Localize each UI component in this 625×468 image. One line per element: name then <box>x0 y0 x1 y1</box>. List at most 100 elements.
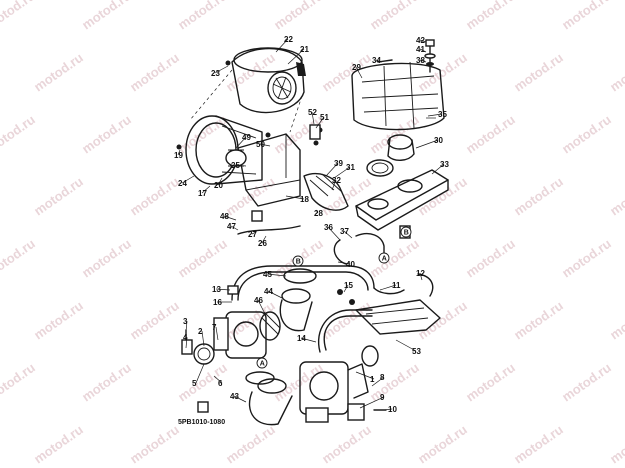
joint-boot-part <box>303 172 349 211</box>
callout-number: 48 <box>220 212 229 221</box>
watermark-text: motod.ru <box>319 50 374 95</box>
callout-number: 16 <box>213 298 222 307</box>
callout-leader <box>331 179 337 191</box>
housing-duct-body <box>387 137 415 161</box>
callout-leader <box>214 65 229 74</box>
fuel-hose-part <box>323 315 373 351</box>
vent-hose-part <box>231 265 375 301</box>
filter-element-part <box>267 71 297 105</box>
watermark-text: motod.ru <box>175 0 230 32</box>
watermark-text: motod.ru <box>463 360 518 405</box>
air-filter-case-assembly <box>176 47 349 235</box>
carb-plumbing-assembly <box>227 265 441 385</box>
callout-number: 9 <box>380 393 385 402</box>
callout-leader <box>233 395 247 403</box>
callout-number: 24 <box>178 179 187 188</box>
intake-joint-part <box>281 288 311 304</box>
callout-leader <box>333 166 351 179</box>
callout-number: 43 <box>230 392 239 401</box>
carburetor-assembly <box>181 288 387 426</box>
watermark-text: motod.ru <box>511 50 566 95</box>
watermark-text: motod.ru <box>0 112 38 157</box>
watermark-text: motod.ru <box>511 422 566 467</box>
callout-number: 8 <box>380 373 385 382</box>
callout-leader <box>223 215 237 221</box>
case-screw <box>225 60 231 66</box>
watermark-text: motod.ru <box>0 360 38 405</box>
carb-flange-part <box>347 363 369 399</box>
callout-number: 38 <box>416 56 425 65</box>
callout-leader <box>315 116 325 129</box>
callout-leader <box>285 195 305 200</box>
intake-joint-part <box>257 378 287 394</box>
watermark-text: motod.ru <box>463 236 518 281</box>
duct-joint-bands <box>228 149 244 167</box>
carb-bowl-part <box>305 407 329 423</box>
watermark-text: motod.ru <box>319 174 374 219</box>
carb-flange-part <box>193 343 215 365</box>
housing-base-side <box>355 179 449 231</box>
cover-plate-part <box>347 403 365 421</box>
callout-number: 3 <box>183 317 188 326</box>
callout-number: 42 <box>416 36 425 45</box>
callout-leader <box>343 230 353 239</box>
watermark-text: motod.ru <box>559 0 614 32</box>
watermark-text: motod.ru <box>463 112 518 157</box>
callout-leader <box>379 284 397 291</box>
watermark-text: motod.ru <box>31 422 86 467</box>
callout-number: 10 <box>388 405 397 414</box>
callout-number: 7 <box>212 323 217 332</box>
case-cover-part <box>231 47 305 114</box>
callout-number: 40 <box>346 260 355 269</box>
watermark-text: motod.ru <box>607 174 625 219</box>
callout-leader <box>201 185 211 194</box>
watermark-text: motod.ru <box>223 298 278 343</box>
breather-hose-part <box>237 225 301 235</box>
reference-circle <box>400 226 412 238</box>
callout-leader <box>185 320 188 333</box>
callout-number: 12 <box>416 269 425 278</box>
label-plate-part <box>197 401 209 413</box>
case-cover-rim <box>233 47 303 73</box>
callout-leader <box>234 164 247 167</box>
callout-number: 23 <box>211 69 220 78</box>
callout-number: 41 <box>416 45 425 54</box>
callout-leader <box>177 149 181 156</box>
callout-number: 44 <box>264 287 273 296</box>
watermark-text: motod.ru <box>79 360 134 405</box>
callout-leader <box>275 38 289 53</box>
watermark-text: motod.ru <box>367 360 422 405</box>
cover-clamp <box>296 62 306 76</box>
callout-number: 2 <box>198 327 203 336</box>
case-ribs <box>221 125 257 175</box>
callout-number: 34 <box>372 56 381 65</box>
watermark-text: motod.ru <box>127 298 182 343</box>
callout-leader <box>195 363 205 384</box>
callout-number: 17 <box>198 189 207 198</box>
callout-number: 32 <box>332 176 341 185</box>
watermark-text: motod.ru <box>607 50 625 95</box>
callout-leader <box>235 136 247 149</box>
case-body-part <box>215 115 263 185</box>
watermark-text: motod.ru <box>79 0 134 32</box>
callout-number: 30 <box>434 136 443 145</box>
drain-hose-part <box>355 232 385 263</box>
callout-leader <box>395 339 417 352</box>
callout-leader <box>355 66 363 79</box>
callout-leader <box>215 326 219 341</box>
callout-leader <box>419 39 427 43</box>
watermark-text: motod.ru <box>415 174 470 219</box>
watermark-text: motod.ru <box>559 236 614 281</box>
reference-marker: B <box>400 226 412 238</box>
callout-number: 1 <box>370 375 375 384</box>
washer-part <box>424 53 436 59</box>
watermark-text: motod.ru <box>31 50 86 95</box>
watermark-text: motod.ru <box>319 422 374 467</box>
base-opening <box>397 179 423 193</box>
callout-number: 49 <box>242 133 251 142</box>
carb-boot-ribs <box>261 311 281 335</box>
filter-element-inner <box>272 76 292 100</box>
watermark-text: motod.ru <box>415 422 470 467</box>
callout-number: 22 <box>284 35 293 44</box>
